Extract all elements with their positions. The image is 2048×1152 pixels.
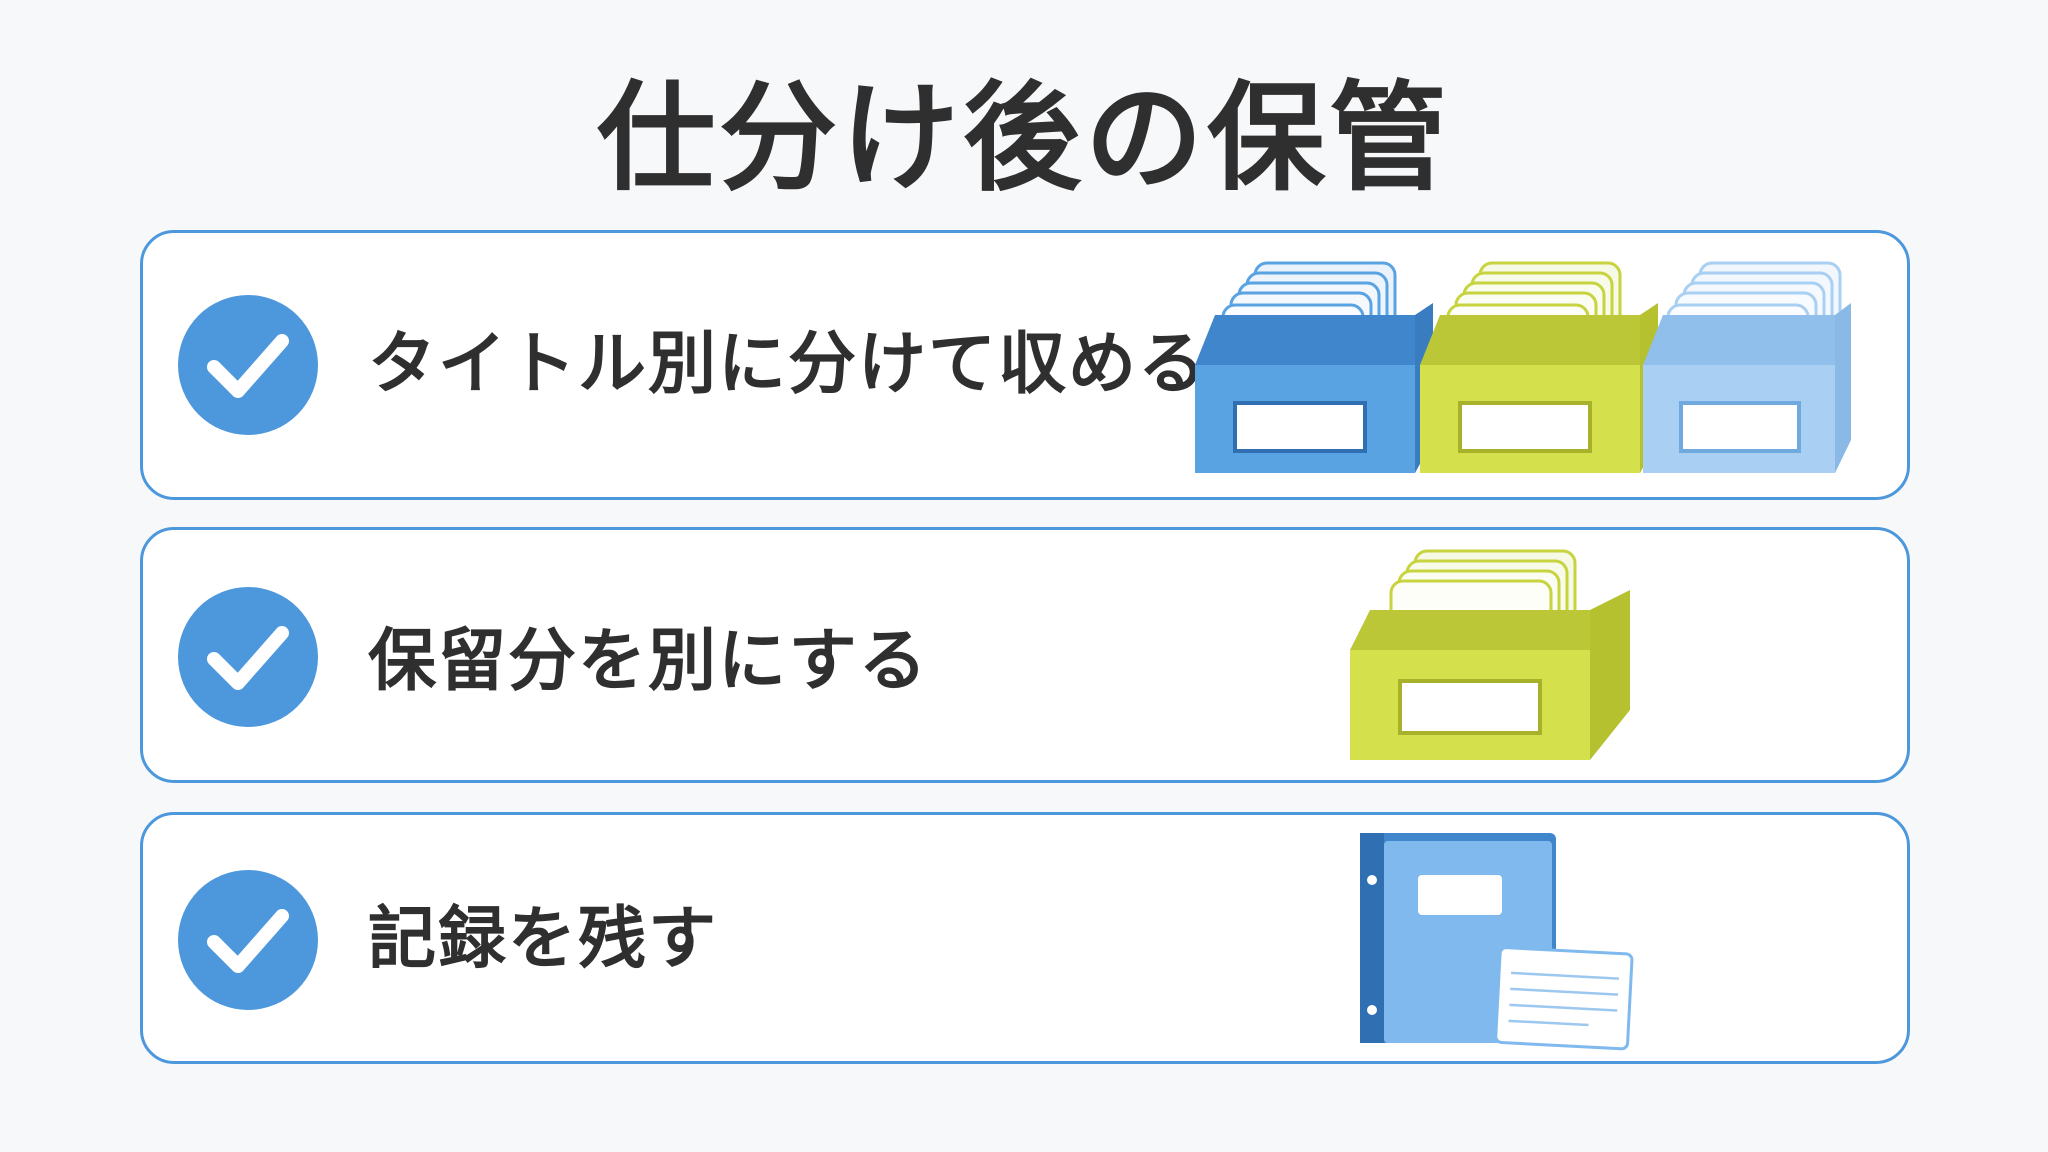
list-item-label: 記録を残す	[368, 900, 719, 979]
file-box-icon	[1643, 261, 1851, 473]
file-box-icon	[1420, 261, 1658, 473]
file-box-icon	[1195, 261, 1433, 473]
check-circle-icon	[178, 295, 318, 435]
list-item-label: 保留分を別にする	[368, 622, 929, 701]
check-circle-icon	[178, 587, 318, 727]
check-circle-icon	[178, 870, 318, 1010]
binder-with-note-icon	[1360, 833, 1634, 1051]
list-item-label: タイトル別に分けて収める	[368, 325, 1209, 404]
file-box-icon	[1350, 549, 1630, 760]
page-title: 仕分け後の保管	[596, 69, 1451, 207]
three-file-boxes-icon	[1195, 261, 1851, 473]
